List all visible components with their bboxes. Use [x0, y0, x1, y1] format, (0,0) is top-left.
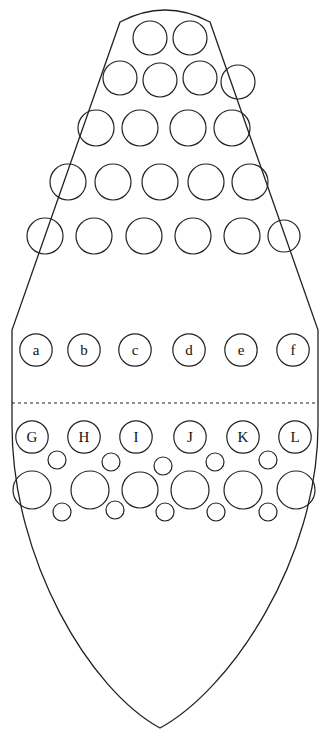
cell-letter: a: [33, 343, 40, 358]
cell-circle: b: [67, 333, 101, 367]
cell-circle: L: [278, 420, 312, 454]
cell-letter: G: [27, 430, 38, 445]
cell-circle: e: [224, 333, 258, 367]
cell-letter: c: [132, 343, 139, 358]
cell-letter: L: [290, 430, 299, 445]
cell-circle: d: [172, 333, 206, 367]
cell-letter: H: [79, 430, 90, 445]
cell-letter: K: [238, 430, 249, 445]
cell-letter: f: [291, 343, 296, 358]
cell-circle: J: [173, 420, 207, 454]
cell-circle: a: [19, 333, 53, 367]
cell-circle: c: [118, 333, 152, 367]
cell-circle: I: [119, 420, 153, 454]
cell-circle: f: [276, 333, 310, 367]
cell-letter: b: [80, 343, 88, 358]
cell-letter: J: [187, 430, 193, 445]
cell-letter: d: [185, 343, 193, 358]
cell-letter: I: [134, 430, 139, 445]
cell-circle: H: [67, 420, 101, 454]
cell-letter: e: [238, 343, 245, 358]
cells: [13, 21, 315, 521]
body-outline: [12, 10, 318, 728]
dashed-line: [12, 403, 318, 404]
cell-circle: G: [15, 420, 49, 454]
cell-circle: K: [226, 420, 260, 454]
